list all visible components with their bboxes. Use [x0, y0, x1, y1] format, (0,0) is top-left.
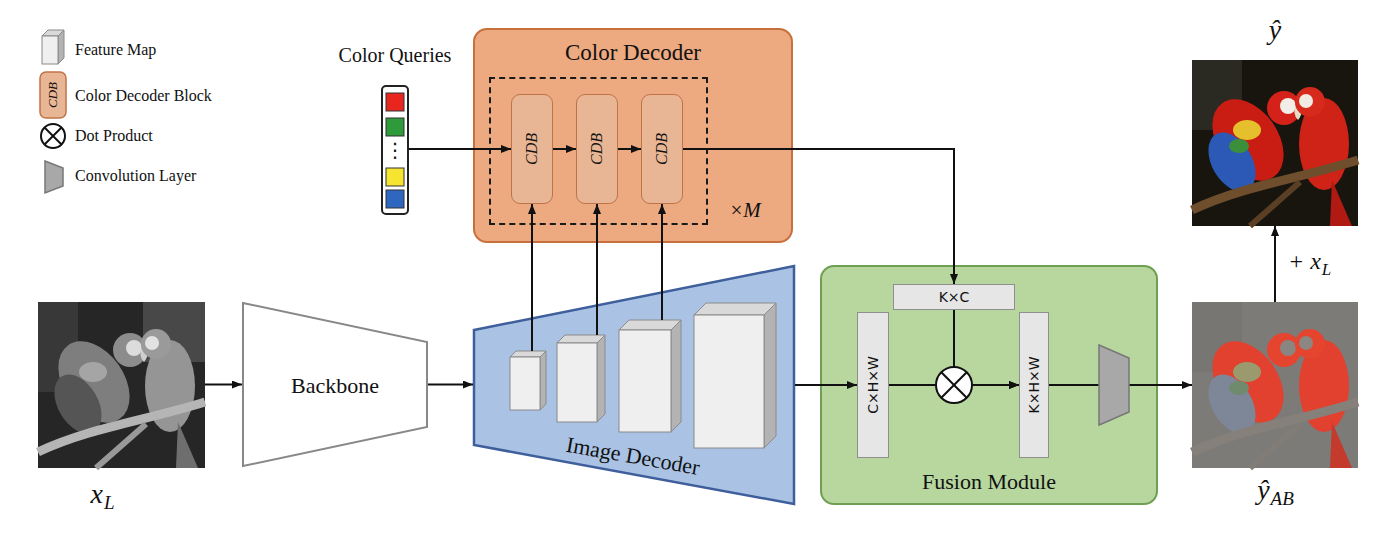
repeat-count: ×M [729, 198, 761, 222]
block-label: CDB [587, 133, 605, 165]
decoder-block-swatch [40, 72, 66, 118]
connector-arrow [205, 384, 242, 386]
conv-layer-icon [45, 161, 63, 193]
legend-text: Convolution Layer [75, 167, 196, 185]
operation-label: + x [1288, 248, 1321, 276]
legend-text: Color Decoder Block [75, 87, 212, 105]
legend-text: Dot Product [75, 127, 153, 145]
legend-text: Feature Map [75, 41, 156, 59]
query-heading: Color Queries [339, 44, 452, 67]
subscript: AB [1271, 488, 1294, 510]
block-label: CDB [522, 133, 540, 165]
ellipsis: ⋮ [385, 139, 405, 162]
tensor-box: C×H×W [857, 312, 889, 458]
decoder-block: CDB [576, 94, 618, 204]
image-decoder: Image Decoder [473, 265, 795, 505]
fusion-title: Fusion Module [922, 469, 1056, 494]
connector-arrow [596, 204, 598, 335]
subscript: L [104, 492, 115, 514]
swatch-label: CDB [46, 82, 61, 108]
ab-channel-image [1192, 302, 1358, 468]
connector-arrow [1274, 226, 1276, 302]
tensor-shape: K×H×W [1026, 356, 1042, 413]
decoder-title: Color Decoder [565, 40, 701, 66]
tensor-box: K×C [893, 284, 1015, 310]
backbone-label: Backbone [291, 373, 379, 398]
dot-product-symbol [936, 367, 972, 403]
grayscale-input-image [38, 302, 205, 468]
connector-arrow [661, 204, 663, 320]
tensor-shape: K×C [939, 289, 970, 305]
dot-product-icon [41, 124, 65, 148]
feature-map-icon [42, 30, 64, 64]
connector-arrow [428, 384, 473, 386]
connector-arrow [553, 148, 576, 150]
tensor-box: K×H×W [1019, 312, 1049, 458]
connector-arrow [531, 204, 533, 351]
connector-arrow [683, 149, 954, 284]
decoder-box: Color Decoder ×M CDB CDB CDB [473, 28, 793, 243]
symbol: ŷ [1269, 14, 1281, 46]
tensor-shape: C×H×W [865, 356, 881, 414]
decoder-block: CDB [641, 94, 683, 204]
conv-layer-symbol [1099, 345, 1129, 425]
query-vector: Color Queries⋮ [381, 85, 409, 215]
input-image: xL [38, 302, 205, 468]
output-image: ŷ [1192, 60, 1358, 226]
connector-arrow [618, 148, 641, 150]
colorized-output-image [1192, 60, 1358, 226]
symbol: x [90, 478, 102, 510]
connector-arrow [409, 148, 511, 150]
ab-image: ŷAB [1192, 302, 1358, 468]
connector-arrow [795, 384, 857, 386]
backbone: Backbone [242, 302, 428, 467]
block-label: CDB [652, 133, 670, 165]
symbol: ŷ [1257, 474, 1269, 506]
repeat-group: ×MCDBCDBCDB [489, 77, 708, 225]
subscript: L [1322, 260, 1331, 280]
decoder-block: CDB [511, 94, 553, 204]
